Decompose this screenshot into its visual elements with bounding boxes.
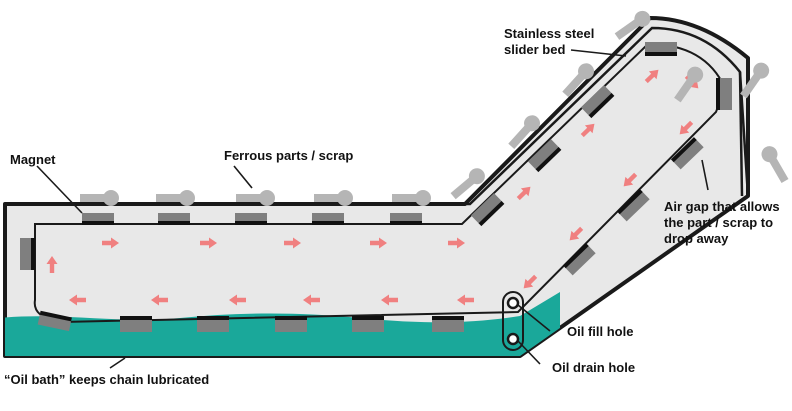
magnet-block bbox=[390, 213, 422, 225]
magnet-block bbox=[82, 213, 114, 225]
slider-bed bbox=[58, 26, 750, 206]
leader-lines bbox=[36, 49, 709, 369]
magnets bbox=[20, 42, 732, 332]
magnet-block bbox=[645, 42, 677, 56]
magnet-block bbox=[158, 213, 190, 225]
magnet-block bbox=[432, 316, 464, 332]
oil-drain-leader bbox=[517, 340, 541, 365]
slider-bed-tail bbox=[738, 71, 744, 197]
magnet-block bbox=[470, 193, 505, 227]
magnet-block bbox=[580, 85, 615, 119]
oil-drain-hole bbox=[506, 332, 520, 346]
label-oil-drain-hole: Oil drain hole bbox=[552, 360, 635, 375]
magnet-block bbox=[20, 238, 35, 270]
label-ferrous-parts: Ferrous parts / scrap bbox=[224, 148, 353, 163]
magnet-leader bbox=[36, 165, 83, 214]
magnet-block bbox=[312, 213, 344, 225]
label-air-gap-3: drop away bbox=[664, 231, 729, 246]
magnet-block bbox=[670, 137, 704, 170]
magnet-block bbox=[616, 189, 650, 222]
oil-ports bbox=[502, 291, 524, 351]
label-air-gap-1: Air gap that allows bbox=[664, 199, 780, 214]
oil-fill-hole bbox=[506, 296, 520, 310]
label-magnet: Magnet bbox=[10, 152, 56, 167]
magnet-block bbox=[235, 213, 267, 225]
magnet-block bbox=[37, 310, 72, 332]
magnet-block bbox=[197, 316, 229, 332]
label-slider-bed: slider bed bbox=[504, 42, 565, 57]
conveyor-housing bbox=[3, 16, 750, 358]
magnet-block bbox=[275, 316, 307, 332]
stainless-leader bbox=[570, 49, 627, 57]
ferrous-leader bbox=[233, 165, 253, 189]
magnet-block bbox=[527, 139, 562, 173]
label-stainless-steel: Stainless steel bbox=[504, 26, 594, 41]
oil-fill-leader bbox=[517, 304, 551, 332]
oil-port-housing bbox=[502, 291, 524, 351]
air-gap-leader bbox=[701, 159, 709, 191]
magnet-block bbox=[352, 316, 384, 332]
label-air-gap-2: the part / scrap to bbox=[664, 215, 773, 230]
magnet-block bbox=[562, 243, 596, 276]
label-oil-fill-hole: Oil fill hole bbox=[567, 324, 633, 339]
magnet-block bbox=[716, 78, 732, 110]
label-oil-bath: “Oil bath” keeps chain lubricated bbox=[4, 372, 209, 387]
bolt-icon bbox=[758, 143, 792, 186]
magnet-block bbox=[120, 316, 152, 332]
oil-bath-leader bbox=[109, 357, 126, 369]
